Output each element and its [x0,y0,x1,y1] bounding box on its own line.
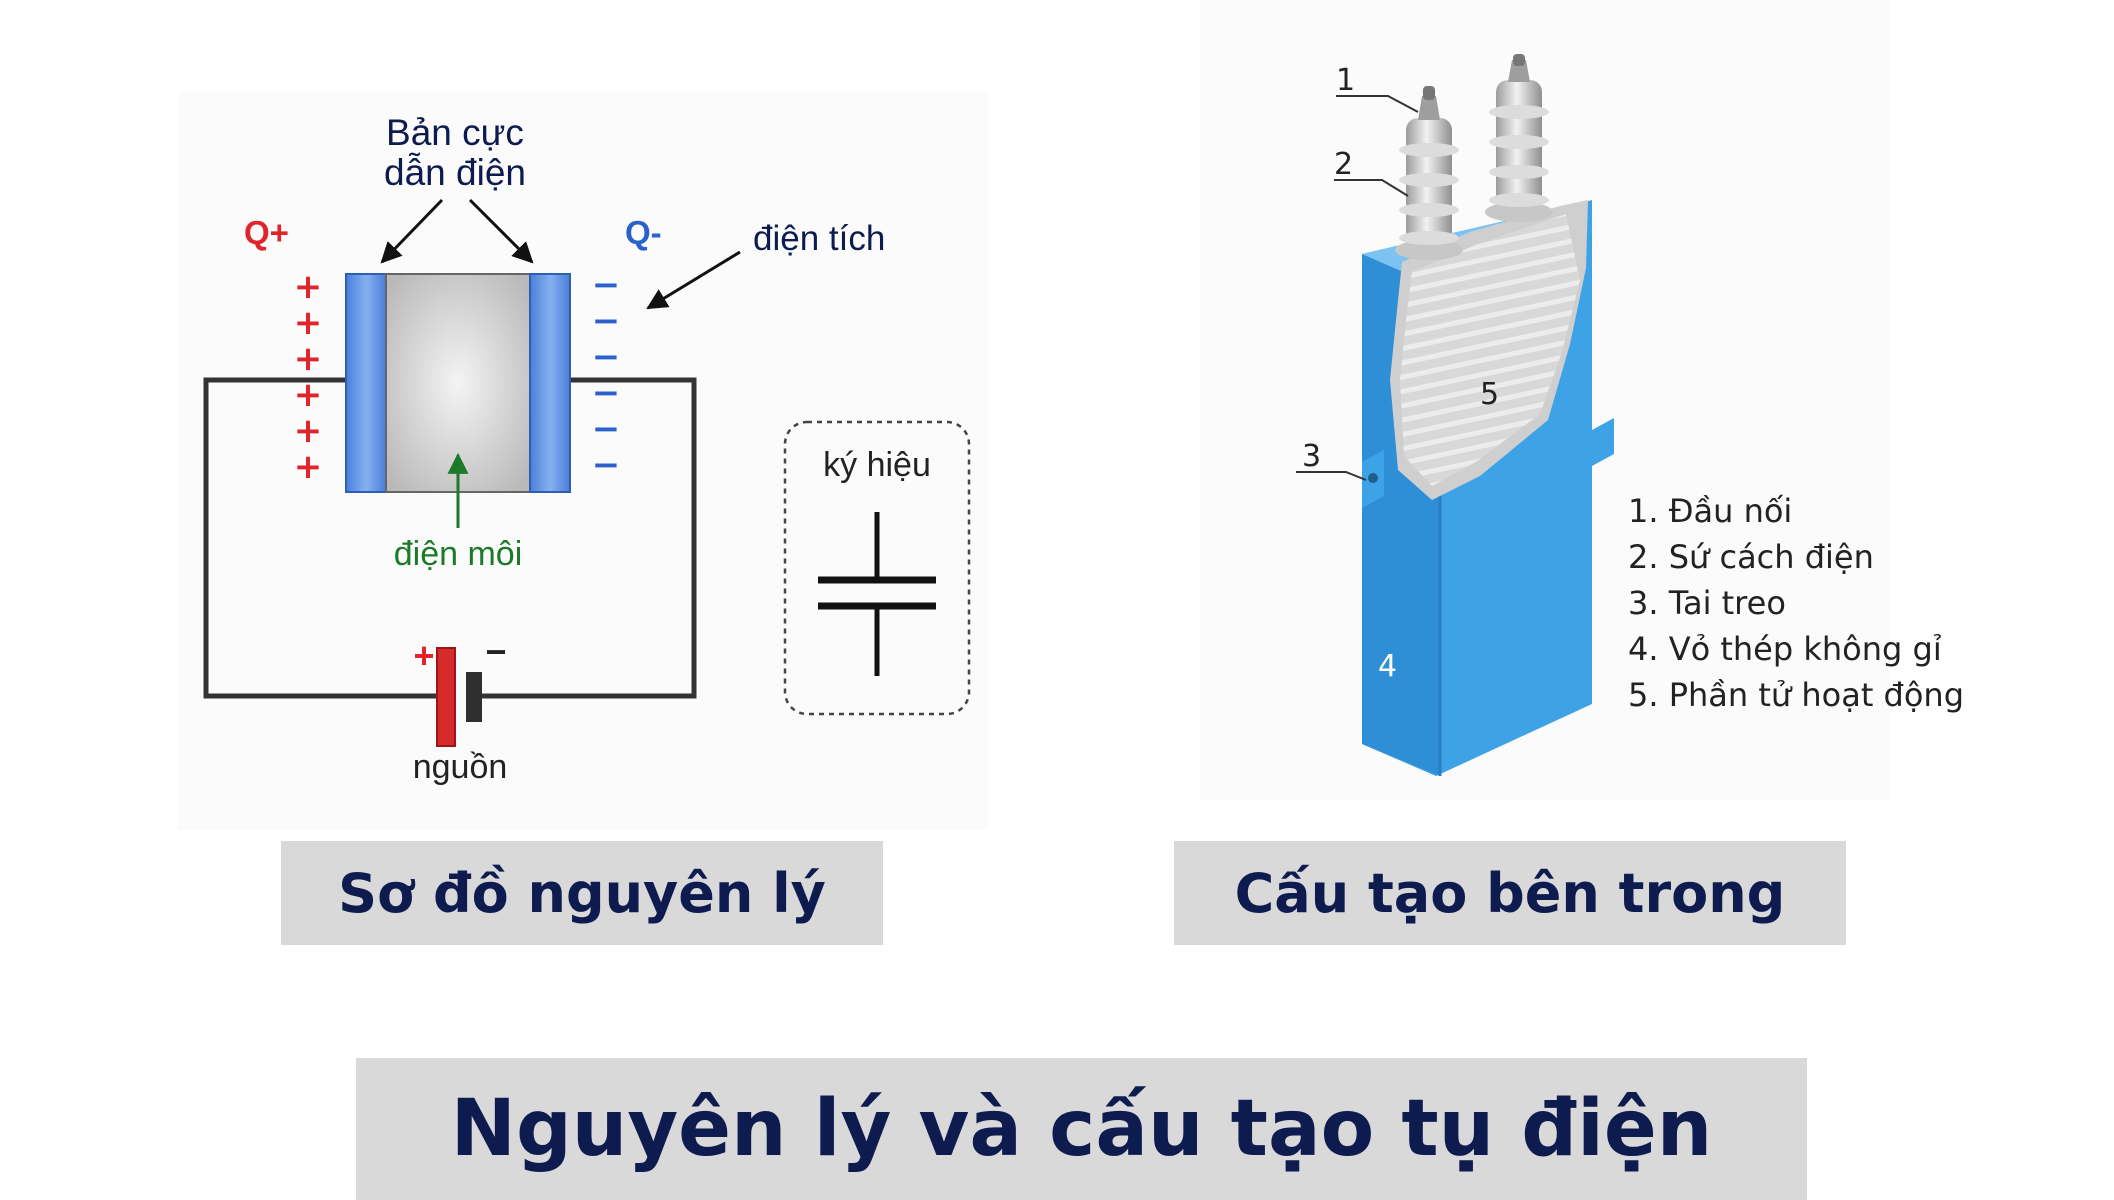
legend-item: 3. Tai treo [1628,584,1786,622]
legend-item: 1. Đầu nối [1628,492,1792,530]
plus-charge: + [294,303,323,343]
battery-negative-plate [466,672,482,722]
insulator-left [1395,118,1463,260]
plates-label-line1: Bản cực [386,112,524,153]
callout-1: 1 [1336,63,1355,98]
principle-diagram: Bản cực dẫn điện Q+ Q- + + + + + + − − −… [178,92,988,830]
main-title-text: Nguyên lý và cấu tạo tụ điện [450,1084,1713,1174]
circuit-wire [203,377,697,699]
principle-background [178,92,988,830]
caption-structure-text: Cấu tạo bên trong [1234,861,1786,925]
charge-label: điện tích [753,219,885,258]
leader-line-3 [1296,471,1367,481]
right-hanger-tab [1592,418,1614,466]
legend-item: 4. Vỏ thép không gỉ [1628,630,1942,668]
legend-item: 2. Sứ cách điện [1628,538,1874,576]
active-element [1390,200,1588,500]
symbol-box [783,420,971,716]
plus-charge: + [294,375,323,415]
callout-4: 4 [1378,649,1397,684]
minus-charge: − [592,301,621,341]
symbol-label: ký hiệu [823,446,931,484]
capacitor-symbol-icon [818,512,936,676]
minus-charge: − [592,373,621,413]
battery-minus-sign: − [485,631,506,672]
q-plus-label: Q+ [244,214,289,251]
minus-charge: − [592,445,621,485]
leader-line-1 [1336,95,1419,113]
q-minus-label: Q- [625,214,662,251]
dielectric-label: điện môi [394,535,523,573]
caption-principle-text: Sơ đồ nguyên lý [338,861,826,925]
arrow-to-right-plate [468,198,534,264]
terminal-right [1508,54,1530,82]
battery-plus-sign: + [413,635,434,676]
battery-positive-plate [436,647,456,747]
left-plate [345,273,387,493]
minus-charge: − [592,337,621,377]
callout-5: 5 [1480,377,1499,412]
plates-label-line2: dẫn điện [384,152,526,193]
right-plate [529,273,571,493]
arrow-to-left-plate [380,198,444,264]
terminal-left [1418,86,1440,120]
arrow-to-charges [646,250,741,310]
main-title: Nguyên lý và cấu tạo tụ điện [356,1058,1807,1200]
callout-3: 3 [1302,439,1321,474]
callout-2: 2 [1334,147,1353,182]
plus-charge: + [294,411,323,451]
minus-charge: − [592,409,621,449]
plus-charge: + [294,339,323,379]
caption-principle: Sơ đồ nguyên lý [281,841,883,945]
plus-charge: + [294,447,323,487]
legend-item: 5. Phần tử hoạt động [1628,676,1964,714]
minus-charge: − [592,265,621,305]
caption-structure: Cấu tạo bên trong [1174,841,1846,945]
source-label: nguồn [413,748,508,786]
structure-diagram: 1 2 3 4 5 1. Đầu nối 2. Sứ cách điện 3. … [1200,0,1964,800]
leader-line-2 [1334,179,1409,197]
structure-legend: 1. Đầu nối 2. Sứ cách điện 3. Tai treo 4… [1628,492,1964,714]
plus-charge: + [294,267,323,307]
insulator-right [1485,80,1553,222]
